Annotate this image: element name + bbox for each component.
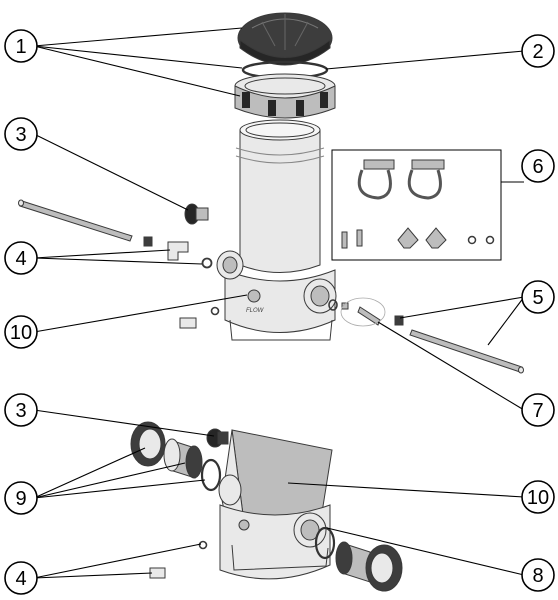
svg-text:4: 4 xyxy=(15,568,26,590)
flow-marking: FLOW xyxy=(246,308,265,314)
hardware-kit-box xyxy=(331,149,502,261)
svg-text:7: 7 xyxy=(532,400,543,422)
svg-text:10: 10 xyxy=(10,322,32,344)
svg-text:5: 5 xyxy=(532,287,543,309)
lower-body xyxy=(218,429,333,580)
drain-fittings-lower xyxy=(149,540,208,579)
callout-2: 2 xyxy=(521,34,555,68)
svg-text:2: 2 xyxy=(532,41,543,63)
drain-fittings-upper xyxy=(143,236,220,329)
callout-3-lower: 3 xyxy=(4,393,38,427)
saddle-fittings xyxy=(328,297,386,327)
svg-text:9: 9 xyxy=(15,488,26,510)
svg-text:1: 1 xyxy=(15,36,26,58)
hose-clamp-right xyxy=(407,159,445,200)
washers xyxy=(467,235,495,245)
callout-6: 6 xyxy=(521,149,555,183)
callout-4-lower: 4 xyxy=(4,561,38,595)
union-adapter-right xyxy=(335,541,371,583)
callout-4-upper: 4 xyxy=(4,241,38,275)
svg-text:3: 3 xyxy=(15,124,26,146)
callout-1: 1 xyxy=(4,29,38,63)
callout-10-lower: 10 xyxy=(521,480,555,514)
feed-tube-upper xyxy=(18,199,133,242)
svg-text:3: 3 xyxy=(15,400,26,422)
callout-7: 7 xyxy=(521,393,555,427)
union-o-ring-left xyxy=(200,458,222,492)
feed-tube-right xyxy=(394,315,524,374)
lid-cap xyxy=(237,12,333,66)
check-valve-upper xyxy=(184,203,209,225)
union-adapter-left xyxy=(163,438,203,479)
chlorinator-body: FLOW xyxy=(216,119,337,341)
lock-ring xyxy=(234,73,336,119)
svg-text:10: 10 xyxy=(527,487,549,509)
svg-text:8: 8 xyxy=(532,565,543,587)
callout-10-upper: 10 xyxy=(4,315,38,349)
callout-5: 5 xyxy=(521,280,555,314)
union-nut-left xyxy=(130,421,166,467)
union-nut-right xyxy=(365,544,403,592)
callout-9: 9 xyxy=(4,481,38,515)
check-valve-lower xyxy=(206,428,229,448)
svg-text:4: 4 xyxy=(15,248,26,270)
union-o-ring-right xyxy=(314,526,336,560)
callout-8: 8 xyxy=(521,558,555,592)
callout-3-upper: 3 xyxy=(4,117,38,151)
leader-lines xyxy=(33,27,525,579)
barb-fittings xyxy=(341,227,447,249)
hose-clamp-left xyxy=(357,159,395,200)
svg-text:6: 6 xyxy=(532,156,543,178)
